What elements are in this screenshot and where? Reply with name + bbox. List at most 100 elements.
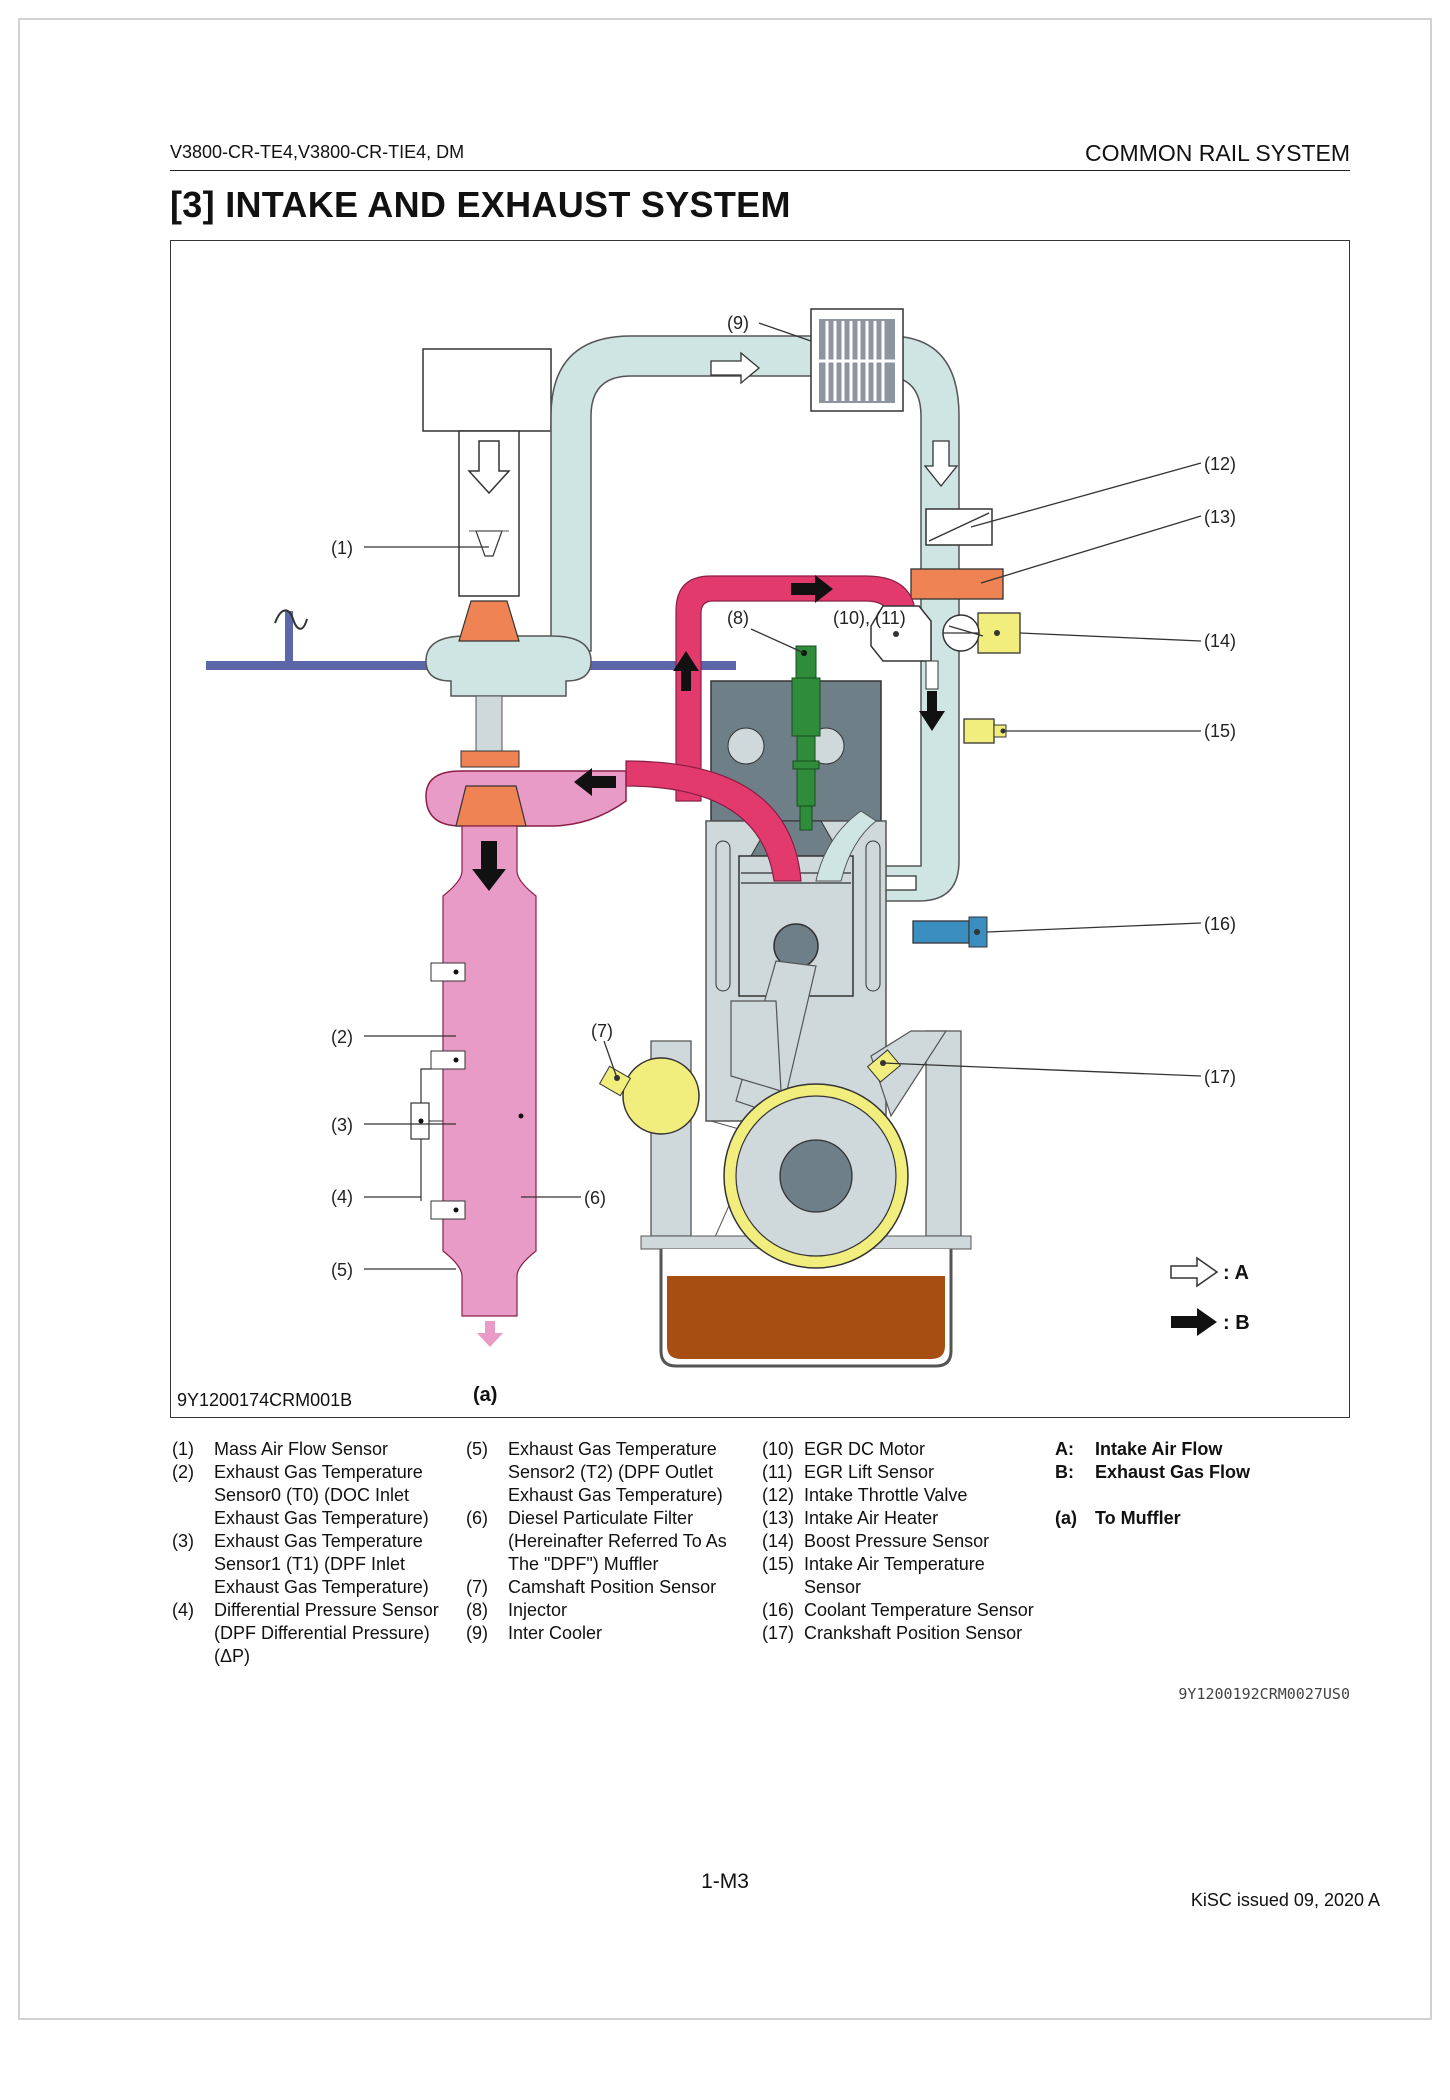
callout-a: (a) [473, 1384, 497, 1406]
legend-item-text: Mass Air Flow Sensor [214, 1439, 389, 1459]
legend-item: (6)Diesel Particulate Filter (Hereinafte… [466, 1507, 756, 1576]
legend-item: (17) Crankshaft Position Sensor [762, 1622, 1052, 1645]
egr-valve [870, 605, 980, 731]
legend-item: (16) Coolant Temperature Sensor [762, 1599, 1052, 1622]
legend-item-number: (8) [466, 1600, 488, 1620]
legend-item-text: EGR DC Motor [804, 1439, 926, 1459]
intake-flow-key-icon [1170, 1256, 1219, 1288]
diagram-svg: (1) (9) (8) (10), (11) (12) (13) (14) (1… [206, 308, 1250, 1406]
callout-5: (5) [331, 1260, 353, 1280]
turbocharger [425, 600, 627, 827]
legend-item-number: (7) [466, 1577, 488, 1597]
legend-item-text: Exhaust Gas Temperature Sensor1 (T1) (DP… [214, 1531, 429, 1597]
legend-item-number: (16) [762, 1600, 795, 1620]
dpf-muffler [410, 825, 537, 1347]
intake-arrow-icon [710, 351, 761, 385]
legend-column-1: (1)Mass Air Flow Sensor(2)Exhaust Gas Te… [172, 1438, 462, 1668]
legend-item-number: (2) [172, 1462, 194, 1482]
legend-item: (15) Intake Air Temperature Sensor [762, 1553, 1052, 1599]
legend-item: (9) Inter Cooler [466, 1622, 756, 1645]
legend-item-number: (10) [762, 1439, 795, 1459]
legend-item-number: (4) [172, 1600, 194, 1620]
legend-item: B: Exhaust Gas Flow [1055, 1461, 1305, 1484]
intake-arrow-icon [467, 440, 511, 495]
legend-item-text: Boost Pressure Sensor [804, 1531, 990, 1551]
camshaft-position-sensor [598, 1057, 700, 1135]
exhaust-arrow-icon [472, 841, 506, 891]
callout-2: (2) [331, 1027, 353, 1047]
exhaust-flow-key-icon [1171, 1308, 1217, 1336]
exhaust-arrow-icon [574, 768, 616, 796]
legend-column-2: (5) Exhaust Gas Temperature Sensor2 (T2) … [466, 1438, 756, 1645]
callout-10-11: (10), (11) [833, 608, 906, 628]
legend-item: (11)EGR Lift Sensor [762, 1461, 1052, 1484]
legend-item-number: B: [1055, 1462, 1074, 1482]
legend-item: A:Intake Air Flow [1055, 1438, 1305, 1461]
intake-air-temperature-sensor [963, 718, 1007, 744]
legend-item: (1) Mass Air Flow Sensor [172, 1438, 462, 1461]
legend-item-number: (11) [762, 1462, 793, 1482]
intake-exhaust-diagram: (1) (9) (8) (10), (11) (12) (13) (14) (1… [170, 240, 1350, 1418]
header-model: V3800-CR-TE4,V3800-CR-TIE4, DM [170, 142, 465, 162]
legend-item-text: Camshaft Position Sensor [508, 1577, 717, 1597]
callout-6: (6) [584, 1188, 606, 1208]
callout-3: (3) [331, 1115, 353, 1135]
injector [791, 645, 821, 831]
legend-item: (a) To Muffler [1055, 1507, 1305, 1530]
legend-item-number: (15) [762, 1554, 795, 1574]
callout-17: (17) [1204, 1067, 1236, 1087]
intake-arrow-icon [923, 440, 959, 488]
legend-item-text: Coolant Temperature Sensor [804, 1600, 1034, 1620]
legend-item-number: (9) [466, 1623, 488, 1643]
leader-lines [364, 322, 1202, 1270]
legend-item: (8) Injector [466, 1599, 756, 1622]
legend-item-number: (12) [762, 1485, 795, 1505]
legend-item-text: Intake Air Temperature Sensor [804, 1554, 985, 1597]
legend-item-text: Exhaust Gas Temperature Sensor2 (T2) (DP… [508, 1439, 723, 1505]
legend-item: (10) EGR DC Motor [762, 1438, 1052, 1461]
legend-item-text: Crankshaft Position Sensor [804, 1623, 1023, 1643]
callout-15: (15) [1204, 721, 1236, 741]
legend-item-number: (17) [762, 1623, 795, 1643]
exhaust-arrow-icon [673, 651, 699, 691]
header-section: COMMON RAIL SYSTEM [1085, 140, 1350, 166]
page-title: [3] INTAKE AND EXHAUST SYSTEM [170, 184, 791, 225]
page-border [18, 18, 1432, 2020]
legend-item-text: To Muffler [1095, 1508, 1181, 1528]
callout-16: (16) [1204, 914, 1236, 934]
to-muffler-arrow-icon [477, 1321, 503, 1347]
legend-item: (5) Exhaust Gas Temperature Sensor2 (T2) … [466, 1438, 756, 1507]
callout-7: (7) [591, 1021, 613, 1041]
legend-item: (7) Camshaft Position Sensor [466, 1576, 756, 1599]
air-cleaner [422, 348, 552, 597]
legend-column-3: (10) EGR DC Motor(11)EGR Lift Sensor(12) I… [762, 1438, 1052, 1645]
figure-code: 9Y1200174CRM001B [177, 1390, 353, 1410]
legend-item: (14) Boost Pressure Sensor [762, 1530, 1052, 1553]
legend-item-text: Intake Air Flow [1095, 1439, 1223, 1459]
legend-item-text: Intake Throttle Valve [804, 1485, 968, 1505]
legend-item-text: Inter Cooler [508, 1623, 603, 1643]
legend-item-number: (14) [762, 1531, 795, 1551]
callout-13: (13) [1204, 507, 1236, 527]
coolant-temperature-sensor [912, 916, 988, 948]
throttle-and-heater [910, 508, 1004, 600]
legend-item-text: Injector [508, 1600, 568, 1620]
legend-item-number: (13) [762, 1508, 795, 1528]
legend-item-number: (6) [466, 1508, 488, 1528]
legend-item-number: (a) [1055, 1508, 1077, 1528]
intercooler [810, 308, 904, 412]
callout-12: (12) [1204, 454, 1236, 474]
exhaust-arrow-icon [791, 575, 833, 603]
legend-item: (2)Exhaust Gas Temperature Sensor0 (T0) … [172, 1461, 462, 1530]
legend-item-number: (1) [172, 1439, 194, 1459]
legend-item-number: (5) [466, 1439, 488, 1459]
issue-info: KiSC issued 09, 2020 A [1190, 1890, 1380, 1910]
key-b-label: : B [1223, 1312, 1250, 1334]
exhaust-arrow-icon [919, 691, 945, 731]
legend-item: (12) Intake Throttle Valve [762, 1484, 1052, 1507]
document-code: 9Y1200192CRM0027US0 [1178, 1685, 1350, 1703]
callout-8: (8) [727, 608, 749, 628]
legend-item-text: Exhaust Gas Flow [1095, 1462, 1251, 1482]
legend-item-number: (3) [172, 1531, 194, 1551]
